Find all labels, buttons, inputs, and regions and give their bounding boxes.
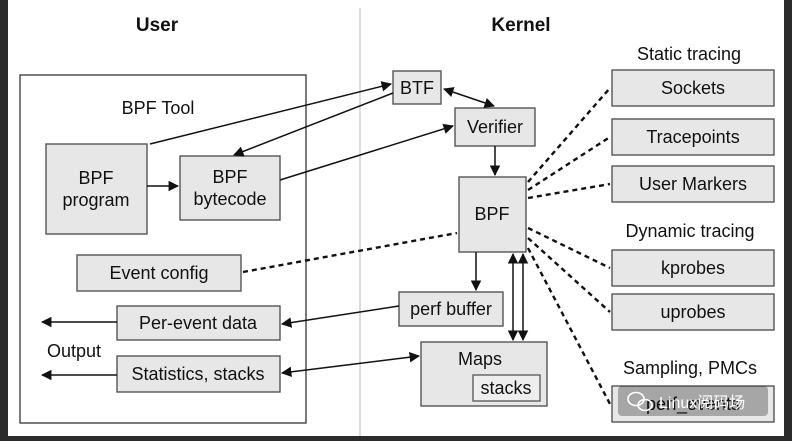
- user-markers-box: User Markers: [611, 165, 775, 203]
- stacks-label: stacks: [480, 378, 531, 398]
- arrow-btf-to-bytecode: [233, 92, 394, 157]
- dashed-bpf-to-kprobes: [527, 226, 611, 270]
- kernel-header: Kernel: [491, 15, 550, 36]
- sampling-pmcs-title: Sampling, PMCs: [623, 358, 757, 378]
- perf-buffer-label: perf buffer: [410, 299, 492, 319]
- dashed-bpf-to-tracepoints: [527, 135, 611, 192]
- static-tracing-title: Static tracing: [637, 44, 741, 64]
- statistics-stacks-box: Statistics, stacks: [116, 355, 281, 393]
- arrow-program-to-btf: [149, 81, 393, 145]
- dashed-bpf-to-uprobes: [527, 237, 611, 313]
- bpf-program-label-line1: BPF: [78, 168, 113, 188]
- perf-events-box: perf_events: [611, 385, 775, 423]
- wechat-icon: [627, 391, 653, 412]
- kprobes-label: kprobes: [661, 258, 725, 278]
- perf-buffer-box: perf buffer: [398, 291, 504, 327]
- arrow-perf-buffer-to-per-event-data: [280, 305, 400, 328]
- event-config-box: Event config: [76, 254, 242, 292]
- tracepoints-box: Tracepoints: [611, 118, 775, 156]
- dashed-bpf-to-user-markers: [527, 182, 611, 200]
- bpf-program-box: BPF program: [45, 143, 148, 235]
- dashed-bpf-to-perf-events: [526, 247, 612, 405]
- user-header: User: [136, 15, 179, 36]
- tracepoints-label: Tracepoints: [646, 127, 739, 147]
- sockets-box: Sockets: [611, 69, 775, 107]
- dynamic-tracing-title: Dynamic tracing: [625, 221, 754, 241]
- watermark: Linux阅码场: [618, 386, 768, 416]
- uprobes-box: uprobes: [611, 293, 775, 331]
- btf-label: BTF: [400, 78, 434, 98]
- maps-box: Maps stacks: [420, 341, 548, 407]
- per-event-data-label: Per-event data: [139, 313, 258, 333]
- bpf-kernel-box: BPF: [458, 176, 527, 253]
- uprobes-label: uprobes: [660, 302, 725, 322]
- dashed-bpf-to-sockets: [527, 87, 611, 183]
- bpf-bytecode-label-line2: bytecode: [193, 189, 266, 209]
- sockets-label: Sockets: [661, 78, 725, 98]
- bpf-bytecode-label-line1: BPF: [212, 167, 247, 187]
- user-markers-label: User Markers: [639, 174, 747, 194]
- arrow-btf-verifier: [443, 87, 495, 108]
- stacks-box: [472, 374, 541, 402]
- output-label: Output: [47, 341, 101, 361]
- statistics-stacks-label: Statistics, stacks: [131, 364, 264, 384]
- watermark-text: Linux阅码场: [659, 394, 745, 412]
- bpf-tool-container: [19, 74, 307, 424]
- arrow-bytecode-to-verifier: [279, 123, 455, 181]
- kprobes-box: kprobes: [611, 249, 775, 287]
- bpf-tool-title: BPF Tool: [122, 98, 195, 118]
- bpf-kernel-label: BPF: [474, 204, 509, 224]
- bpf-bytecode-box: BPF bytecode: [179, 155, 281, 221]
- btf-box: BTF: [392, 70, 442, 105]
- verifier-box: Verifier: [454, 107, 536, 147]
- event-config-label: Event config: [109, 263, 208, 283]
- arrow-statistics-maps: [280, 351, 421, 378]
- bpf-program-label-line2: program: [62, 190, 129, 210]
- verifier-label: Verifier: [467, 117, 523, 137]
- perf-events-label: perf_events: [646, 394, 740, 415]
- dashed-event-config-to-bpf: [242, 231, 458, 274]
- per-event-data-box: Per-event data: [116, 305, 281, 341]
- maps-label: Maps: [458, 349, 502, 369]
